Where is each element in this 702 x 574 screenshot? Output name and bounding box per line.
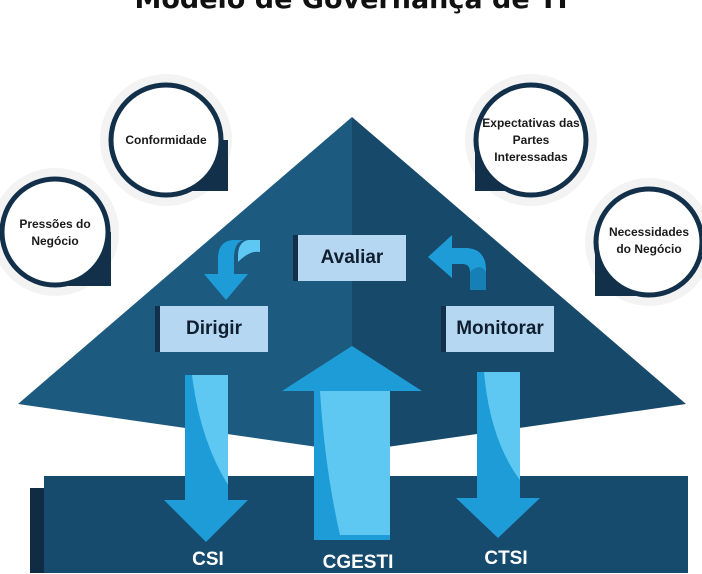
bubble-pressoes [0,168,119,296]
csi-label: CSI [192,549,224,570]
bubble-pressoes-text: Pressões do Negócio [19,217,91,248]
cgesti-label: CGESTI [322,552,394,573]
bubble-necessidades-text: Necessidades do Negócio [608,225,690,256]
bubble-necessidades [585,178,702,306]
ctsi-label: CTSI [484,548,528,569]
bubble-conformidade [100,74,232,206]
diagram-title: Modelo de Governança de TI [0,0,702,16]
pyramid [18,117,686,452]
bubble-conformidade-text: Conformidade [125,132,207,147]
bubble-expectativas-text: Expectativas das Partes Interessadas [482,115,580,164]
monitorar-label: Monitorar [441,306,554,352]
bubble-expectativas [465,74,597,206]
avaliar-label: Avaliar [293,235,406,281]
curved-arrow-monitorar-to-avaliar-icon [428,235,486,290]
dirigir-label: Dirigir [155,306,268,352]
arrow-down-csi-icon [164,375,248,542]
arrow-up-cgesti-icon [282,346,422,540]
curved-arrow-avaliar-to-dirigir-icon [204,240,260,300]
arrow-down-ctsi-icon [456,372,540,538]
